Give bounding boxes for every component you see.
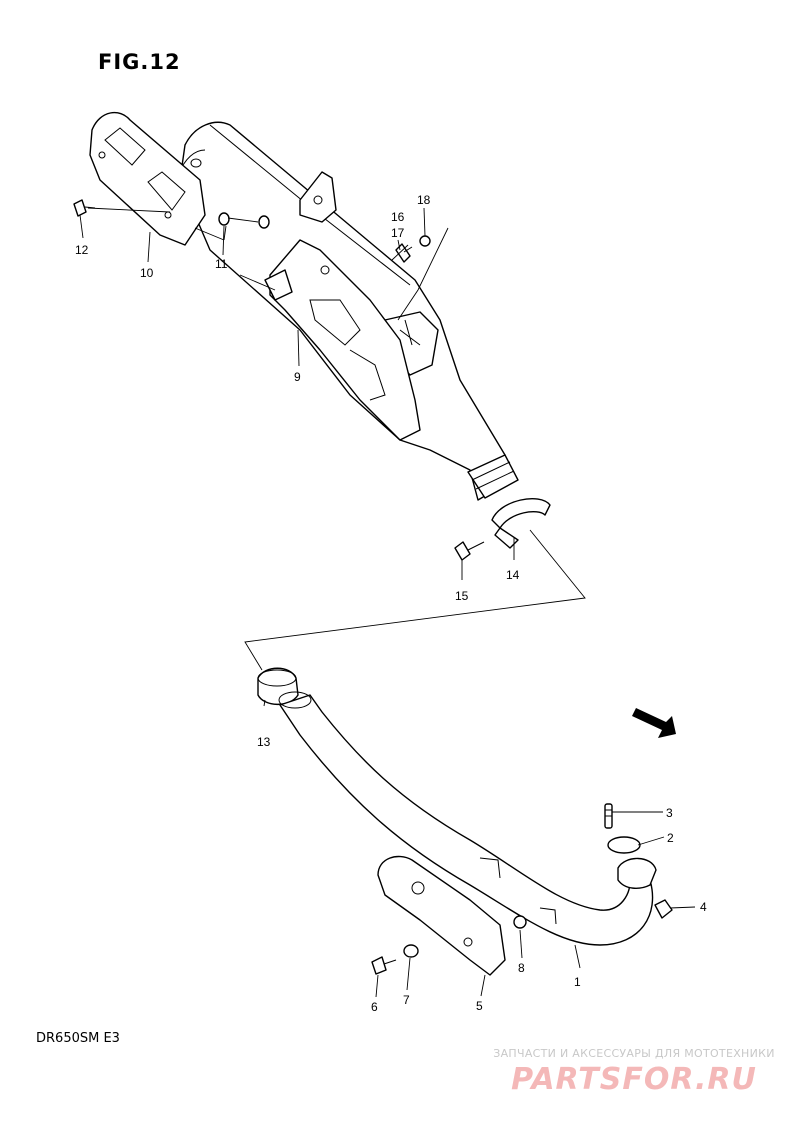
- callout-4: 4: [700, 900, 707, 914]
- exhaust-pipe-protector: [377, 855, 506, 976]
- muffler-protector: [264, 239, 421, 441]
- callout-11: 11: [215, 257, 228, 271]
- watermark: ЗАПЧАСТИ И АКСЕССУАРЫ ДЛЯ МОТОТЕХНИКИ PA…: [486, 1047, 782, 1097]
- exhaust-nut: [654, 899, 673, 919]
- figure-title: FIG.12: [98, 50, 181, 74]
- callout-13: 13: [257, 735, 271, 749]
- callout-17: 17: [391, 226, 405, 240]
- callout-6: 6: [371, 1000, 378, 1014]
- model-label: DR650SM E3: [36, 1031, 120, 1046]
- callout-14: 14: [506, 568, 520, 582]
- exhaust-pipe: [278, 691, 657, 946]
- muffler-clamp: [491, 497, 551, 549]
- leader-lines: [79, 207, 696, 998]
- callout-10: 10: [140, 266, 154, 280]
- callout-9: 9: [294, 370, 301, 384]
- nut-18: [419, 235, 431, 247]
- assembly-link-lines: [244, 227, 586, 671]
- callout-1: 1: [574, 975, 581, 989]
- callout-labels: 1 2 3 4 5 6 7 8 9 10 11 12 13 14 15 16 1…: [75, 193, 707, 1014]
- callout-15: 15: [455, 589, 469, 603]
- nut-11: [218, 212, 270, 229]
- washer-8: [513, 915, 527, 929]
- clamp-bolt: [454, 541, 485, 561]
- front-direction-arrow-icon: [632, 708, 676, 738]
- exhaust-pipe-gasket: [257, 667, 299, 706]
- callout-18: 18: [417, 193, 431, 207]
- callout-2: 2: [667, 831, 674, 845]
- bolt-16-17: [395, 243, 413, 263]
- muffler-hanger-bracket: [89, 111, 206, 246]
- callout-12: 12: [75, 243, 89, 257]
- watermark-logo: PARTSFOR.RU: [511, 1062, 757, 1097]
- callout-8: 8: [518, 961, 525, 975]
- callout-16: 16: [391, 210, 405, 224]
- stud-bolt: [604, 803, 613, 829]
- exhaust-gasket-2: [607, 836, 641, 854]
- callout-7: 7: [403, 993, 410, 1007]
- callout-5: 5: [476, 999, 483, 1013]
- callout-3: 3: [666, 806, 673, 820]
- washer-7: [403, 944, 419, 958]
- watermark-tagline: ЗАПЧАСТИ И АКСЕССУАРЫ ДЛЯ МОТОТЕХНИКИ: [493, 1047, 775, 1060]
- protector-bolt: [371, 956, 397, 975]
